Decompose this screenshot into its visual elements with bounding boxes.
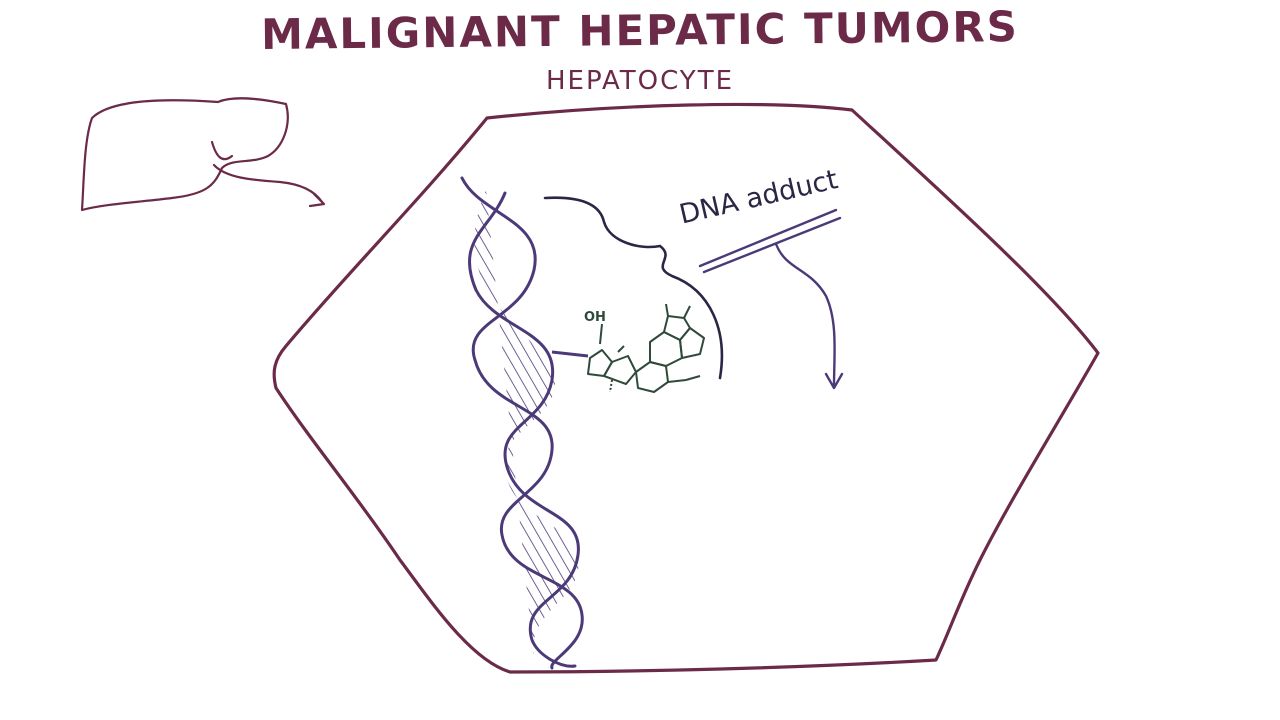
cell-label: HEPATOCYTE	[546, 66, 734, 96]
adduct-underline-1	[698, 208, 838, 268]
adduct-arrow	[774, 242, 836, 388]
adduct-underline-2	[702, 216, 842, 274]
adduct-arrowhead	[824, 372, 844, 390]
adduct-bond	[551, 350, 589, 358]
dna-strand-1	[460, 176, 584, 670]
label-pointer-line	[543, 196, 724, 380]
dna-strand-2	[468, 191, 580, 668]
dna-double-helix	[460, 176, 584, 670]
aflatoxin-molecule	[587, 303, 705, 393]
hepatocyte-membrane	[272, 102, 1100, 674]
molecule-oh-label: OH	[584, 310, 606, 325]
liver-sketch	[80, 97, 326, 212]
